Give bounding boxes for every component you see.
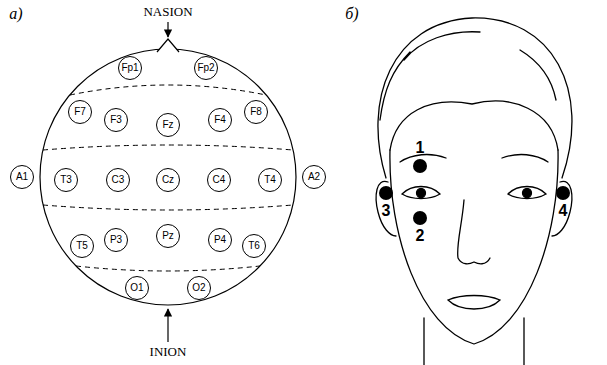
- electrode-label: Fp2: [197, 63, 214, 73]
- electrode-circle: T5: [70, 234, 94, 258]
- electrode-label: Pz: [162, 231, 174, 241]
- electrode-circle: O1: [125, 276, 149, 300]
- inion-arrow: [167, 309, 168, 342]
- electrode-label: F4: [214, 115, 226, 125]
- electrode-label: A1: [16, 172, 28, 182]
- landmark-label: INION: [150, 344, 187, 360]
- panel-letter: б): [345, 5, 358, 23]
- electrode-label: A2: [308, 172, 320, 182]
- electrode-circle: P4: [208, 228, 232, 252]
- electrode-circle: F8: [244, 100, 268, 124]
- electrode-circle: F3: [104, 108, 128, 132]
- face-drawing: [376, 18, 572, 365]
- zone-lines: [43, 85, 293, 271]
- electrode-circle: P3: [104, 228, 128, 252]
- electrode-circle: Fp1: [118, 56, 142, 80]
- electrode-label: T4: [264, 175, 276, 185]
- nose-mark: [157, 39, 179, 52]
- electrode-label: Cz: [162, 175, 174, 185]
- electrode-label: O1: [130, 283, 143, 293]
- electrode-label: F7: [74, 107, 86, 117]
- electrode-circle: T6: [242, 234, 266, 258]
- electrode-label: T5: [76, 241, 88, 251]
- electrode-circle: Cz: [156, 168, 180, 192]
- electrode-label: O2: [192, 283, 205, 293]
- electrode-dots: [379, 159, 570, 225]
- electrode-circle: Fp2: [194, 56, 218, 80]
- head-outline: [40, 49, 296, 305]
- electrode-circle: A1: [10, 165, 34, 189]
- electrode-circle: O2: [187, 276, 211, 300]
- electrode-label: P3: [110, 235, 122, 245]
- callout-number: 2: [416, 227, 425, 245]
- callout-number: 4: [559, 202, 568, 220]
- electrode-circle: Pz: [156, 224, 180, 248]
- panel-letter: а): [9, 5, 22, 23]
- electrode-label: C3: [112, 175, 125, 185]
- electrode-circle: T3: [54, 168, 78, 192]
- electrode-label: P4: [214, 235, 226, 245]
- electrode-circle: F4: [208, 108, 232, 132]
- electrode-circle: Fz: [156, 113, 180, 137]
- electrode-label: Fz: [162, 120, 173, 130]
- callout-number: 3: [382, 202, 391, 220]
- nasion-arrow: [167, 22, 168, 37]
- electrode-label: F8: [250, 107, 262, 117]
- electrode-label: Fp1: [121, 63, 138, 73]
- electrode-circle: F7: [68, 100, 92, 124]
- callout-number: 1: [416, 139, 425, 157]
- electrode-label: F3: [110, 115, 122, 125]
- electrode-label: C4: [213, 175, 226, 185]
- electrode-circle: C3: [106, 168, 130, 192]
- electrode-circle: T4: [258, 168, 282, 192]
- electrode-circle: A2: [302, 165, 326, 189]
- landmark-label: NASION: [143, 4, 192, 20]
- electrode-label: T6: [248, 241, 260, 251]
- electrode-circle: C4: [207, 168, 231, 192]
- electrode-label: T3: [60, 175, 72, 185]
